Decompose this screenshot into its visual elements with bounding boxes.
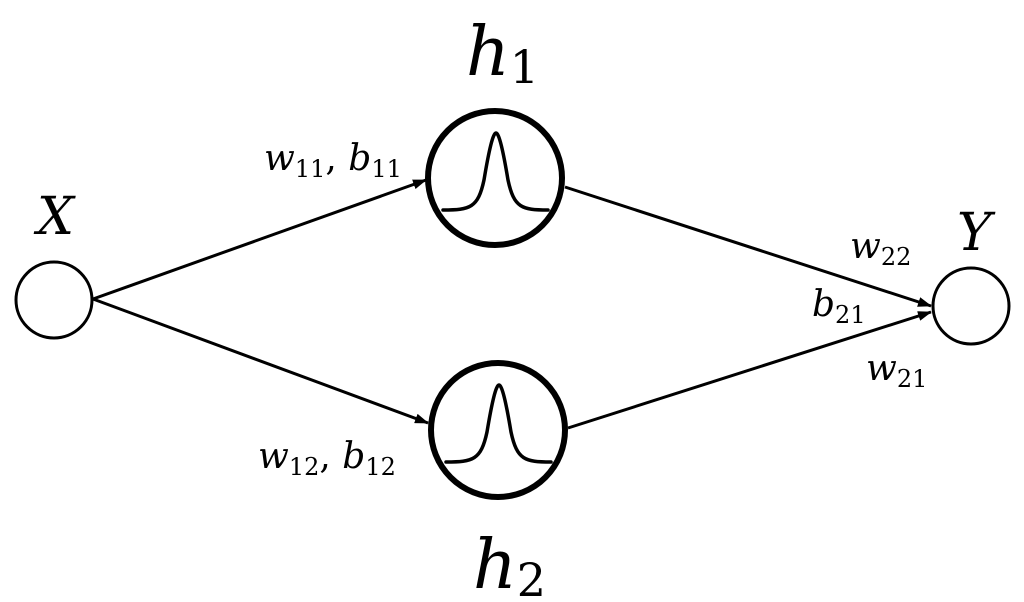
- label-b21-b: b: [812, 284, 835, 325]
- hidden-node-h2: [428, 360, 568, 500]
- label-w11-sep: ,: [325, 138, 348, 179]
- label-b21: b21: [812, 284, 866, 329]
- label-w11-w: w: [264, 138, 295, 179]
- label-b11-b: b: [348, 138, 371, 179]
- label-w12-b12: w12, b12: [258, 436, 396, 481]
- label-w22-w: w: [850, 226, 881, 267]
- label-b21-b-sub: 21: [835, 301, 866, 329]
- label-b11-b-sub: 11: [371, 155, 402, 183]
- label-w22: w22: [850, 226, 911, 271]
- edge-h2-to-y: [567, 310, 932, 430]
- edge-x-to-h2: [92, 297, 429, 425]
- input-node-x: [14, 260, 94, 340]
- edge-h1-to-y: [564, 185, 932, 308]
- label-w11-b11: w11, b11: [264, 138, 402, 183]
- label-w12-w: w: [258, 436, 289, 477]
- output-node-y: [931, 266, 1011, 346]
- label-w22-w-sub: 22: [881, 243, 912, 271]
- label-w21-w: w: [866, 348, 897, 389]
- hidden-node-h1: [425, 108, 565, 248]
- hidden-node-h1-name: h: [466, 13, 510, 92]
- output-node-label: Y: [957, 203, 996, 263]
- gaussian-bump-icon: [441, 131, 550, 212]
- hidden-node-h2-label: h2: [473, 526, 546, 602]
- hidden-node-h2-name: h: [473, 526, 517, 602]
- label-w21: w21: [866, 348, 927, 393]
- label-b12-b-sub: 12: [365, 453, 396, 481]
- hidden-node-h1-label: h1: [466, 13, 539, 94]
- hidden-node-h2-subscript: 2: [517, 553, 546, 602]
- label-w11-w-sub: 11: [295, 155, 326, 183]
- label-w12-sep: ,: [319, 436, 342, 477]
- label-w12-w-sub: 12: [289, 453, 320, 481]
- input-node-label: X: [33, 187, 76, 247]
- hidden-node-h1-subscript: 1: [510, 40, 539, 94]
- label-b12-b: b: [342, 436, 365, 477]
- gaussian-bump-icon: [444, 383, 553, 464]
- edge-x-to-h1: [92, 178, 427, 301]
- label-w21-w-sub: 21: [897, 365, 928, 393]
